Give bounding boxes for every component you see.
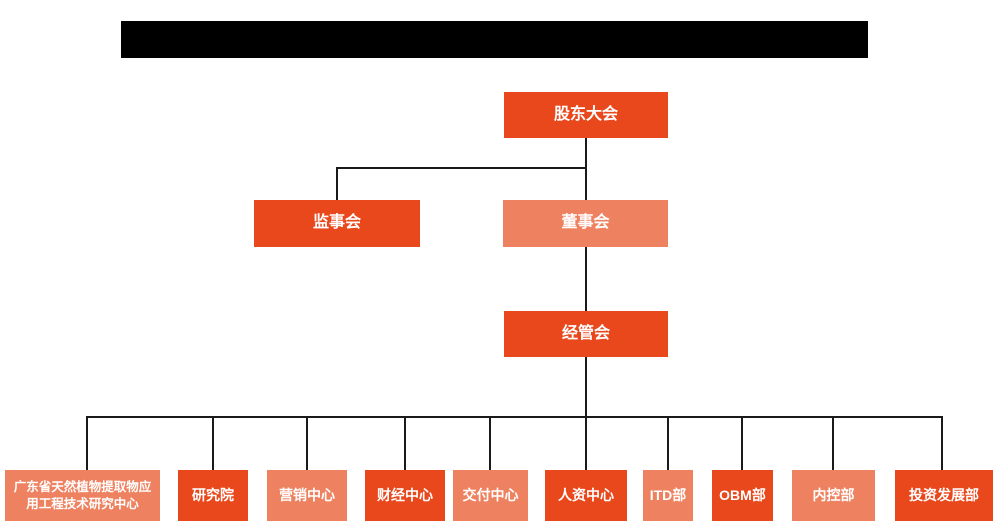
connector-root-vertical bbox=[585, 138, 587, 200]
org-node-internal-control-department: 内控部 bbox=[792, 470, 875, 521]
connector-supervisory-drop bbox=[336, 167, 338, 200]
connector-drop-d9 bbox=[941, 416, 943, 470]
connector-drop-d5 bbox=[585, 416, 587, 470]
org-node-investment-development-department: 投资发展部 bbox=[895, 470, 993, 521]
org-node-obm-department: OBM部 bbox=[712, 470, 773, 521]
connector-drop-d6 bbox=[667, 416, 669, 470]
org-node-itd-department: ITD部 bbox=[643, 470, 693, 521]
redacted-title-bar bbox=[121, 21, 868, 58]
connector-management-to-rail bbox=[585, 357, 587, 417]
org-node-shareholders-meeting: 股东大会 bbox=[504, 92, 668, 138]
org-node-supervisory-board: 监事会 bbox=[254, 200, 420, 247]
org-node-hr-center: 人资中心 bbox=[545, 470, 627, 521]
org-node-research-institute: 研究院 bbox=[178, 470, 248, 521]
org-node-board-of-directors: 董事会 bbox=[503, 200, 668, 247]
connector-drop-d8 bbox=[832, 416, 834, 470]
org-node-marketing-center: 营销中心 bbox=[267, 470, 347, 521]
connector-drop-d0 bbox=[86, 416, 88, 470]
org-node-management-committee: 经管会 bbox=[504, 311, 668, 357]
connector-drop-d7 bbox=[741, 416, 743, 470]
connector-drop-d1 bbox=[212, 416, 214, 470]
org-node-delivery-center: 交付中心 bbox=[453, 470, 528, 521]
connector-board-to-management bbox=[585, 247, 587, 311]
connector-drop-d4 bbox=[489, 416, 491, 470]
connector-department-rail bbox=[86, 416, 943, 418]
connector-level2-elbow bbox=[336, 167, 587, 169]
connector-drop-d2 bbox=[306, 416, 308, 470]
org-node-research-center: 广东省天然植物提取物应用工程技术研究中心 bbox=[5, 470, 160, 521]
org-node-finance-center: 财经中心 bbox=[365, 470, 445, 521]
connector-drop-d3 bbox=[404, 416, 406, 470]
